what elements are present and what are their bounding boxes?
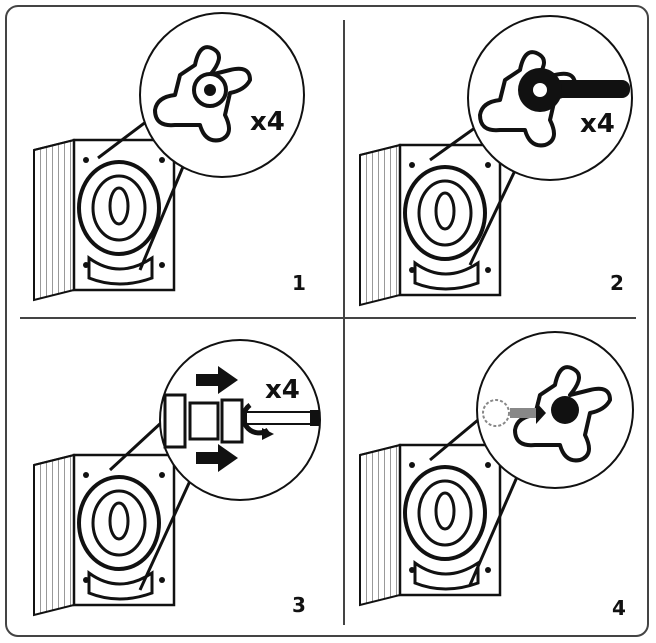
multiplier-label: x4	[580, 109, 615, 139]
bolt-assembly-icon	[163, 393, 320, 449]
step-number: 2	[610, 271, 624, 295]
wrench-icon	[518, 68, 630, 112]
panel-1: x4 1	[32, 12, 306, 302]
washing-machine-icon	[32, 138, 176, 302]
washing-machine-icon	[32, 453, 176, 617]
arrow-right-icon	[196, 444, 238, 472]
multiplier-label: x4	[265, 375, 300, 405]
hole-cap-icon	[551, 396, 579, 424]
step-number: 4	[612, 596, 626, 620]
panel-2: x4 2	[358, 15, 633, 307]
panel-3: x4 3	[32, 339, 321, 617]
cap-outline-icon	[482, 399, 510, 427]
panel-4: 4	[358, 331, 634, 620]
step-number: 3	[292, 593, 306, 617]
step-number: 1	[292, 271, 306, 295]
multiplier-label: x4	[250, 107, 285, 137]
washing-machine-icon	[358, 143, 502, 307]
washing-machine-icon	[358, 443, 502, 607]
arrow-right-icon	[196, 366, 238, 394]
